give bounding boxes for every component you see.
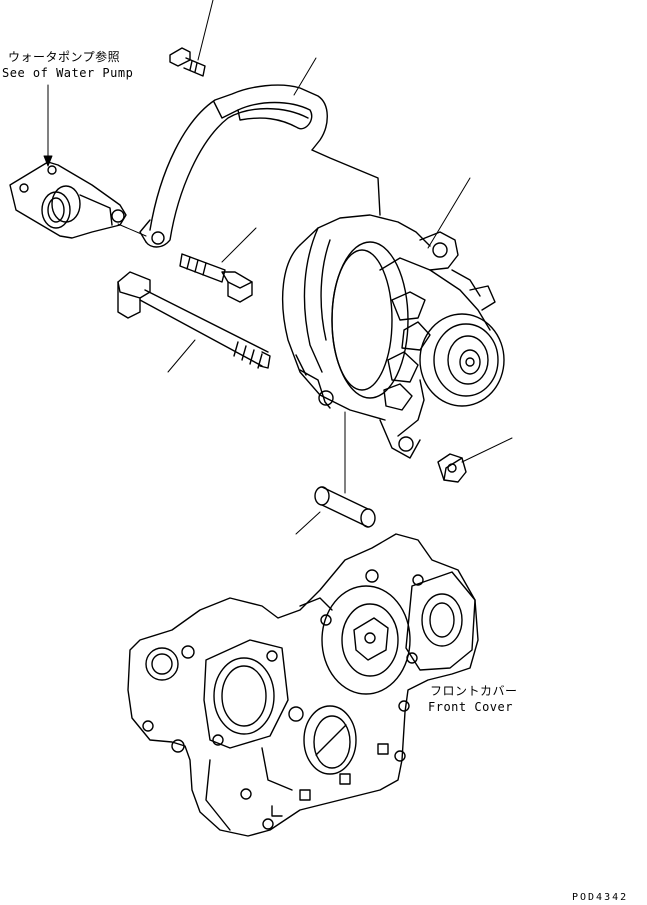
- nut: [438, 454, 466, 482]
- bolt-top: [170, 48, 205, 76]
- front-cover-label-jp: フロントカバー: [430, 684, 518, 698]
- through-bolt: [118, 272, 270, 368]
- front-cover: [128, 534, 478, 836]
- water-pump-label-en: See of Water Pump: [2, 66, 134, 80]
- water-pump-label-jp: ウォータポンプ参照: [8, 50, 121, 64]
- drawing-code: POD4342: [572, 892, 629, 903]
- leader-lines: [44, 0, 512, 534]
- alternator: [283, 215, 504, 458]
- water-pump-connector: [10, 162, 126, 238]
- adjust-bolt: [180, 254, 252, 302]
- front-cover-label-en: Front Cover: [428, 700, 513, 714]
- spacer-sleeve: [315, 487, 375, 527]
- adjusting-bracket: [140, 85, 380, 247]
